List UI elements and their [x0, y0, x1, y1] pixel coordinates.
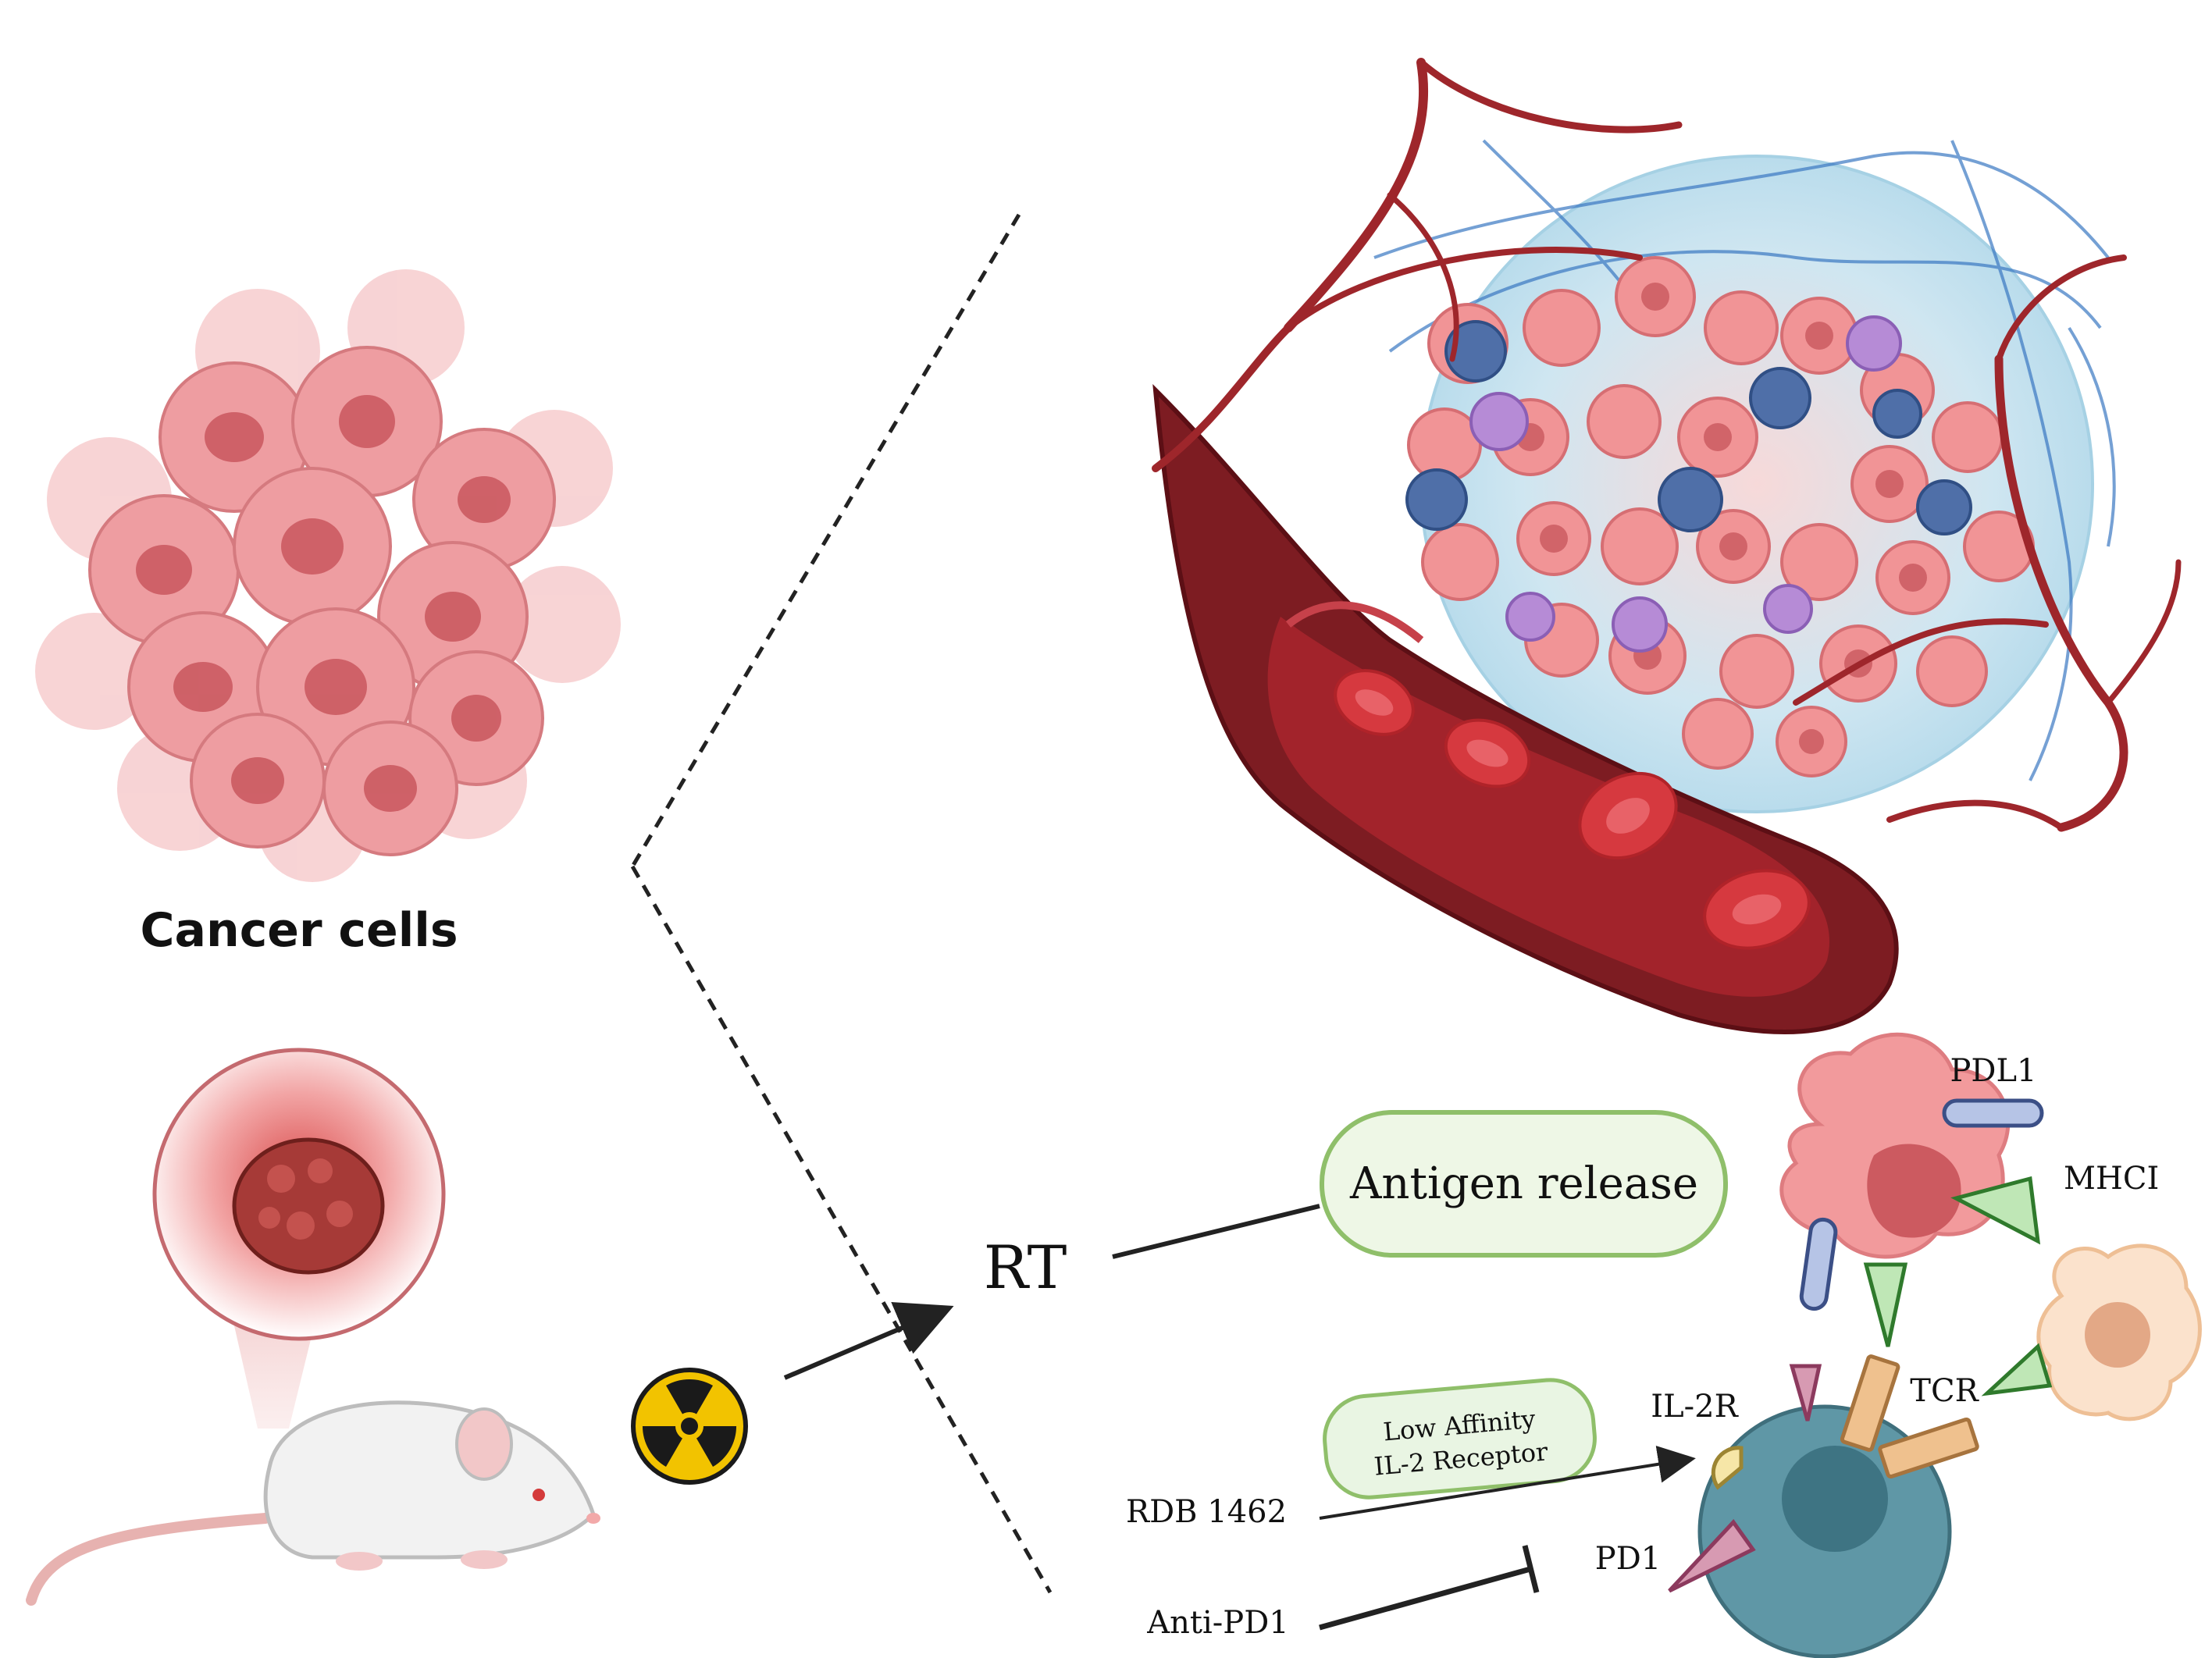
bound-mhci-icon	[1863, 1262, 1908, 1347]
tumor-zoom-icon	[152, 1048, 446, 1429]
blood-vessel-icon	[1152, 383, 1899, 1035]
branching-vessels-icon	[1152, 58, 2182, 832]
pd1-label: PD1	[1595, 1541, 1661, 1577]
antigen-release-label: Antigen release	[1349, 1158, 1698, 1209]
rt-label: RT	[984, 1233, 1067, 1302]
low-affinity-box	[1323, 1378, 1597, 1500]
radiation-icon	[631, 1368, 748, 1485]
cancer-cells-label: Cancer cells	[140, 903, 458, 958]
mhci-receptor-icon	[1950, 1176, 2041, 1245]
tcr-label: TCR	[1910, 1373, 1979, 1409]
radiation-to-rt-arrow	[783, 1301, 954, 1380]
tcr-receptor-2-icon	[1878, 1417, 1979, 1479]
il2r-receptor-icon	[1711, 1446, 1744, 1490]
rdb-arrow	[1319, 1445, 1696, 1520]
antigen-presenting-cell-icon	[2036, 1244, 2202, 1421]
pd1-receptor-2-icon	[1668, 1519, 1756, 1593]
pdl1-receptor-icon	[1942, 1098, 2044, 1128]
rdb-label: RDB 1462	[1126, 1494, 1287, 1530]
cancer-cell-cluster-icon	[35, 269, 621, 882]
pdl1-label: PDL1	[1950, 1053, 2037, 1089]
antigen-release-box	[1320, 1110, 1728, 1258]
pd1-receptor-icon	[1789, 1364, 1822, 1421]
mouse-icon	[26, 1400, 600, 1606]
apc-mhci-receptor-icon	[1981, 1343, 2053, 1396]
anti-pd1-inhibition-bar	[1522, 1545, 1540, 1593]
anti-pd1-inhibition-line	[1319, 1566, 1531, 1631]
il2r-label: IL-2R	[1651, 1389, 1739, 1425]
bound-pdl1-icon	[1799, 1217, 1838, 1311]
zoom-line-lower	[630, 865, 1053, 1594]
zoom-line-upper	[630, 213, 1021, 868]
tcr-receptor-icon	[1840, 1354, 1900, 1452]
rt-to-antigen-line	[1112, 1204, 1320, 1259]
tumor-microenvironment-icon	[1373, 139, 2116, 813]
anti-pd1-label: Anti-PD1	[1146, 1605, 1288, 1641]
mhci-label: MHCI	[2064, 1161, 2159, 1197]
